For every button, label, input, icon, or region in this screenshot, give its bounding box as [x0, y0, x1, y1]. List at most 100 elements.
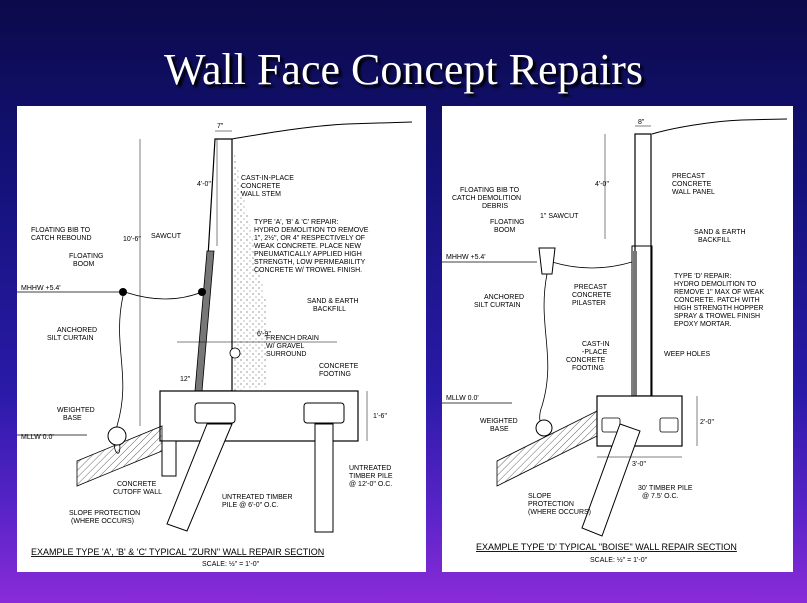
dim-12: 12": [180, 376, 191, 383]
label-anchored-1: SILT CURTAIN: [47, 335, 94, 342]
label-precast-panel-0: PRECAST: [672, 173, 706, 180]
label-cutoff-wall-0: CONCRETE: [117, 481, 157, 488]
dim-height: 10'-6": [123, 236, 141, 243]
label-pilaster-1: CONCRETE: [572, 292, 612, 299]
scale-zurn: SCALE: ½" = 1'-0": [202, 560, 260, 568]
timber-pile: [581, 423, 641, 537]
label-cast-in-place-0: CAST-IN-PLACE: [241, 175, 294, 182]
label-floating-bib-d-2: DEBRIS: [482, 203, 508, 210]
label-floating-bib-0: FLOATING BIB TO: [31, 227, 91, 234]
label-floating-boom-d-1: BOOM: [494, 227, 516, 234]
dim-footing: 1'-6": [373, 413, 387, 420]
label-repair-3: WEAK CONCRETE. PLACE NEW: [254, 243, 361, 250]
label-repair-d-5: SPRAY & TROWEL FINISH: [674, 313, 760, 320]
label-sand-earth-1: BACKFILL: [313, 306, 346, 313]
label-anchored-0: ANCHORED: [57, 327, 97, 334]
precast-wall-panel: [634, 133, 652, 397]
label-weep-holes: WEEP HOLES: [664, 351, 710, 358]
label-floating-bib-d-0: FLOATING BIB TO: [460, 187, 520, 194]
french-drain: [229, 347, 241, 359]
label-sawcut-d: 1" SAWCUT: [540, 213, 579, 220]
label-weighted-base-d-1: BASE: [490, 426, 509, 433]
weighted-base-d: [535, 419, 553, 437]
slide-title: Wall Face Concept Repairs: [163, 45, 644, 94]
label-sand-earth-d-0: SAND & EARTH: [694, 229, 746, 236]
label-cast-footing-0: CAST-IN: [582, 341, 610, 348]
label-floating-bib-1: CATCH REBOUND: [31, 235, 92, 242]
label-floating-boom-0: FLOATING: [69, 253, 103, 260]
zurn-wall-section-panel: 7" 4'-0" 10'-6" 6'-9" 12" 1'-6" CAST-IN-…: [17, 106, 426, 572]
caption-boise: EXAMPLE TYPE 'D' TYPICAL "BOISE" WALL RE…: [476, 542, 737, 552]
label-repair-d-4: HIGH STRENGTH HOPPER: [674, 305, 763, 312]
label-french-drain-2: SURROUND: [266, 351, 306, 358]
label-cast-footing-2: CONCRETE: [566, 357, 606, 364]
label-repair-6: CONCRETE W/ TROWEL FINISH.: [254, 267, 362, 274]
label-anchored-d-0: ANCHORED: [484, 294, 524, 301]
label-weighted-base-d-0: WEIGHTED: [480, 418, 518, 425]
label-untreated-right-2: @ 12'-0" O.C.: [349, 481, 392, 488]
label-repair-0: TYPE 'A', 'B' & 'C' REPAIR:: [254, 219, 339, 226]
label-cast-in-place-2: WALL STEM: [241, 191, 281, 198]
slope-protection-d: [496, 410, 598, 487]
label-slope-d-1: PROTECTION: [528, 501, 574, 508]
dim-top: 7": [217, 123, 224, 130]
label-repair-d-0: TYPE 'D' REPAIR:: [674, 273, 731, 280]
label-timber-pile-1: @ 7.5' O.C.: [642, 493, 679, 500]
label-slope-d-2: (WHERE OCCURS): [528, 509, 591, 516]
label-cutoff-wall-1: CUTOFF WALL: [113, 489, 162, 496]
zurn-wall-section-drawing: 7" 4'-0" 10'-6" 6'-9" 12" 1'-6" CAST-IN-…: [17, 121, 413, 568]
label-cast-in-place-1: CONCRETE: [241, 183, 281, 190]
label-repair-5: STRENGTH, LOW PERMEABILITY: [254, 259, 366, 266]
label-untreated-right-0: UNTREATED: [349, 465, 391, 472]
label-cast-footing-1: -PLACE: [582, 349, 608, 356]
label-sawcut: SAWCUT: [151, 233, 182, 240]
scale-boise: SCALE: ½" = 1'-0": [590, 556, 648, 564]
label-weighted-base-0: WEIGHTED: [57, 407, 95, 414]
dim-drain: 6'-9": [257, 331, 271, 338]
label-weighted-base-1: BASE: [63, 415, 82, 422]
label-mllw: MLLW 0.0': [21, 434, 54, 441]
label-mhhw: MHHW +5.4': [21, 285, 61, 292]
label-untreated-mid-1: PILE @ 6'-0" O.C.: [222, 502, 278, 509]
label-repair-2: 1", 2½", OR 4" RESPECTIVELY OF: [254, 234, 365, 242]
label-untreated-right-1: TIMBER PILE: [349, 473, 393, 480]
label-french-drain-1: W/ GRAVEL: [266, 343, 304, 350]
label-repair-4: PNEUMATICALLY APPLIED HIGH: [254, 251, 362, 258]
dim-width-d: 3'-0": [632, 461, 646, 468]
dim-footing-d: 2'-0": [700, 419, 714, 426]
label-floating-boom-d-0: FLOATING: [490, 219, 524, 226]
label-repair-d-6: EPOXY MORTAR.: [674, 321, 732, 328]
dim-top-d: 8": [638, 119, 645, 126]
label-pilaster-2: PILASTER: [572, 300, 606, 307]
timber-pile-right: [314, 423, 334, 533]
label-mhhw-d: MHHW +5.4': [446, 254, 486, 261]
label-french-drain-0: FRENCH DRAIN: [266, 335, 319, 342]
label-floating-bib-d-1: CATCH DEMOLITION: [452, 195, 521, 202]
label-repair-d-1: HYDRO DEMOLITION TO: [674, 281, 757, 288]
caption-zurn: EXAMPLE TYPE 'A', 'B' & 'C' TYPICAL "ZUR…: [31, 547, 324, 557]
label-concrete-footing-0: CONCRETE: [319, 363, 359, 370]
label-repair-d-3: CONCRETE. PATCH WITH: [674, 297, 760, 304]
label-slope-1: (WHERE OCCURS): [71, 518, 134, 525]
dim-stem-d: 4'-0": [595, 181, 609, 188]
label-untreated-mid-0: UNTREATED TIMBER: [222, 494, 293, 501]
boise-wall-section-drawing: 8" 4'-0" 2'-0" 3'-0" FLOATING BIB TO CAT…: [442, 118, 788, 564]
floating-boom-d: [538, 247, 556, 275]
label-repair-1: HYDRO DEMOLITION TO REMOVE: [254, 227, 369, 234]
label-anchored-d-1: SILT CURTAIN: [474, 302, 521, 309]
slope-protection: [76, 425, 163, 487]
label-repair-d-2: REMOVE 1" MAX OF WEAK: [674, 289, 764, 296]
cast-footing: [596, 395, 683, 447]
label-slope-0: SLOPE PROTECTION: [69, 510, 140, 517]
label-mllw-d: MLLW 0.0': [446, 395, 479, 402]
dim-stem: 4'-0": [197, 181, 211, 188]
floating-boom: [119, 288, 127, 296]
label-floating-boom-1: BOOM: [73, 261, 95, 268]
label-precast-panel-2: WALL PANEL: [672, 189, 715, 196]
label-precast-panel-1: CONCRETE: [672, 181, 712, 188]
timber-pile-mid: [166, 423, 233, 532]
label-sand-earth-0: SAND & EARTH: [307, 298, 359, 305]
label-pilaster-0: PRECAST: [574, 284, 608, 291]
repair-layer-d: [633, 251, 637, 396]
label-concrete-footing-1: FOOTING: [319, 371, 351, 378]
